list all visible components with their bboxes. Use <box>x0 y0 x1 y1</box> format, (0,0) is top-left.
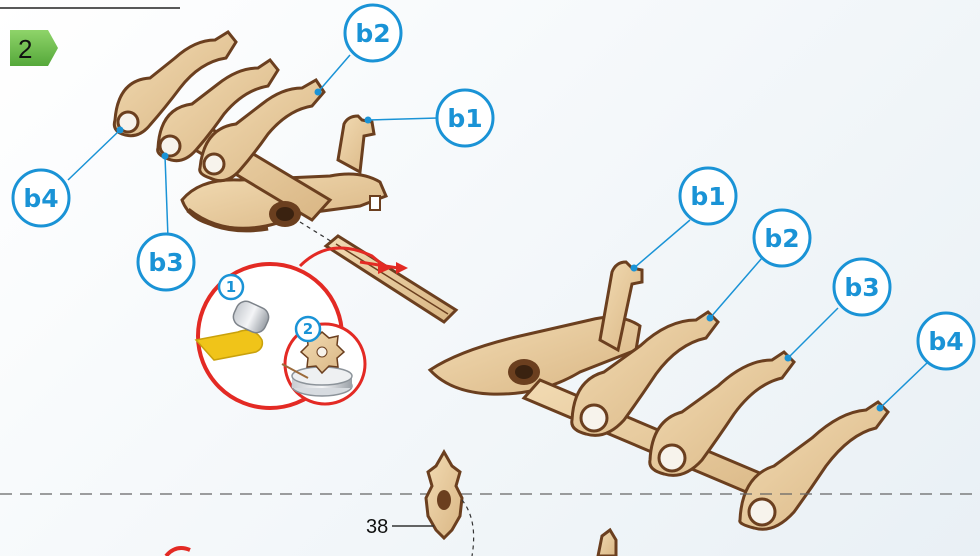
partial-red-arc <box>166 548 190 556</box>
bottom-assembly <box>430 262 888 529</box>
svg-text:b3: b3 <box>148 248 183 277</box>
callout-bottom-b3: b3 <box>834 259 890 315</box>
callout-bottom-b2: b2 <box>754 210 810 266</box>
svg-text:b1: b1 <box>690 182 725 211</box>
svg-text:b1: b1 <box>447 104 482 133</box>
svg-text:b4: b4 <box>928 327 963 356</box>
inset-step-1: 1 <box>219 275 243 299</box>
svg-text:b3: b3 <box>844 273 879 302</box>
svg-text:b2: b2 <box>355 19 390 48</box>
callout-top-b1: b1 <box>437 90 493 146</box>
svg-text:1: 1 <box>226 278 236 296</box>
step-badge: 2 <box>10 30 58 66</box>
svg-text:2: 2 <box>303 320 313 338</box>
step-number: 2 <box>18 34 32 64</box>
callout-top-b4: b4 <box>13 170 69 226</box>
part-38: 38 <box>366 452 474 556</box>
callout-bottom-b1: b1 <box>680 168 736 224</box>
top-leg-b1 <box>338 116 374 172</box>
svg-text:b4: b4 <box>23 184 58 213</box>
svg-text:b2: b2 <box>764 224 799 253</box>
top-assembly <box>114 32 386 230</box>
partial-part <box>598 530 616 556</box>
callout-bottom-b4: b4 <box>918 313 974 369</box>
part-number-label: 38 <box>366 516 388 538</box>
lubrication-inset: 1 2 <box>196 248 392 408</box>
callout-top-b2: b2 <box>345 5 401 61</box>
inset-step-2: 2 <box>296 317 320 341</box>
callout-top-b3: b3 <box>138 234 194 290</box>
